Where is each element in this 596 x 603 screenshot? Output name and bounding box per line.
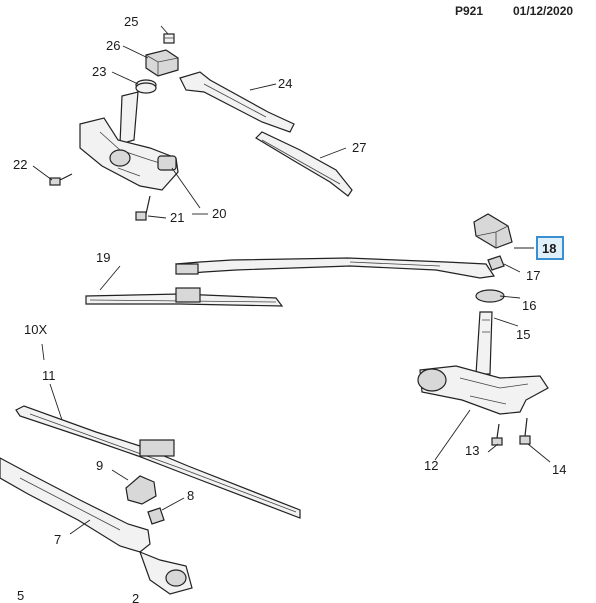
part-7-wiper-arm[interactable] xyxy=(0,457,193,595)
part-14-screw[interactable] xyxy=(519,417,531,445)
callout-labels: 25 26 23 24 27 22 21 20 18 17 19 16 15 1… xyxy=(13,14,566,603)
part-arm-18[interactable] xyxy=(175,257,496,279)
callout-15: 15 xyxy=(516,327,530,342)
callout-24: 24 xyxy=(278,76,292,91)
part-11-wiper-blade[interactable] xyxy=(15,405,301,519)
rear-wiper-assembly xyxy=(32,25,353,221)
part-24-wiper-arm[interactable] xyxy=(179,71,295,133)
callout-5: 5 xyxy=(17,588,24,603)
part-23-nut[interactable] xyxy=(135,79,157,94)
callout-27: 27 xyxy=(352,140,366,155)
callout-13: 13 xyxy=(465,443,479,458)
callout-12: 12 xyxy=(424,458,438,473)
part-9-cap[interactable] xyxy=(125,475,157,505)
part-20-motor-bracket[interactable] xyxy=(79,91,179,191)
page-code: P921 xyxy=(455,4,484,18)
part-12-wiper-motor[interactable] xyxy=(417,365,549,415)
callout-18[interactable]: 18 xyxy=(542,241,556,256)
callout-19: 19 xyxy=(96,250,110,265)
callout-10x: 10X xyxy=(24,322,47,337)
callout-26: 26 xyxy=(106,38,120,53)
front-left-assembly xyxy=(0,343,301,595)
part-17-nut[interactable] xyxy=(487,255,505,271)
part-18-cap[interactable] xyxy=(473,213,513,249)
callout-7: 7 xyxy=(54,532,61,547)
callout-22: 22 xyxy=(13,157,27,172)
callout-9: 9 xyxy=(96,458,103,473)
callout-11: 11 xyxy=(42,368,56,383)
part-27-wiper-blade[interactable] xyxy=(255,131,353,197)
callout-8: 8 xyxy=(187,488,194,503)
part-21-screw[interactable] xyxy=(135,195,151,221)
part-13-screw[interactable] xyxy=(491,423,503,446)
callout-23: 23 xyxy=(92,64,106,79)
part-22-screw[interactable] xyxy=(49,173,73,186)
callout-16: 16 xyxy=(522,298,536,313)
callout-17: 17 xyxy=(526,268,540,283)
callout-25: 25 xyxy=(124,14,138,29)
front-arm-assembly xyxy=(85,213,564,463)
part-15-shaft[interactable] xyxy=(475,311,493,375)
part-16-washer[interactable] xyxy=(475,289,505,303)
callout-18-highlight[interactable] xyxy=(536,236,564,260)
callout-20: 20 xyxy=(212,206,226,221)
diagram-date: 01/12/2020 xyxy=(513,4,574,18)
part-8-nut[interactable] xyxy=(147,507,165,525)
part-26-cap[interactable] xyxy=(145,49,179,77)
callout-2: 2 xyxy=(132,591,139,603)
part-19-wiper-blade[interactable] xyxy=(85,287,284,307)
callout-14: 14 xyxy=(552,462,566,477)
part-25-fastener[interactable] xyxy=(163,33,175,44)
callout-21: 21 xyxy=(170,210,184,225)
